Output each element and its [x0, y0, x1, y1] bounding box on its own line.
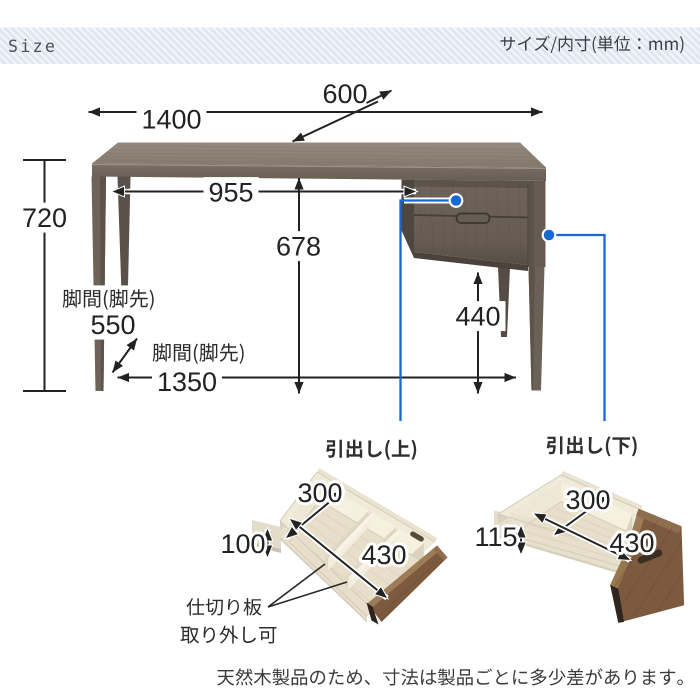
drawer-upper-front: [366, 545, 448, 625]
arrowhead: [514, 523, 528, 539]
size-header-band: [0, 27, 700, 64]
divider-note-line-1: [267, 563, 326, 608]
desk-top-grain: [92, 145, 546, 168]
size-header-title: Size: [8, 37, 57, 56]
dim-550-text-bg: [85, 309, 141, 340]
callout-upper-drawer: [399, 193, 464, 421]
dim-720-text: 720: [22, 203, 67, 233]
dim-1400-text-bg: [136, 104, 207, 135]
footnote-text: [217, 668, 683, 686]
desk-leg-front-right-shade: [528, 267, 535, 391]
drawer-upper-box-divider-top: [348, 528, 403, 580]
arrowhead: [504, 372, 516, 383]
desk-top-edge-highlight: [91, 164, 547, 169]
drawer-upper-box-divider-top: [328, 512, 376, 560]
size-header-unit-label: [500, 35, 684, 54]
arrowhead: [531, 107, 543, 117]
drawer-upper-handle-groove: [410, 531, 424, 542]
arrowhead: [373, 585, 390, 600]
dim-550-text: 550: [90, 310, 135, 340]
desk-leg-rear-left: [117, 176, 131, 308]
arrowhead: [261, 544, 274, 560]
label-lower-drawer: [546, 436, 637, 457]
divider-note-text-2: [180, 625, 277, 644]
desk-right-end-panel-shade: [528, 181, 534, 267]
dim-440-text-bg: [450, 301, 506, 332]
dim-600-line: [292, 100, 379, 143]
dim-720-text-bg: [17, 202, 72, 233]
arrowhead: [473, 272, 483, 284]
dim-lower-115-text: 115: [474, 522, 517, 552]
drawer-lower-box-back-outer: [561, 470, 643, 510]
arrowhead: [112, 360, 123, 373]
label-upper-drawer: [326, 439, 417, 460]
arrowhead: [117, 372, 129, 383]
dim-lower-430-text: 430: [609, 528, 654, 558]
callout-lower-drawer: [541, 227, 606, 421]
dim-678-line: [294, 178, 304, 394]
drawer-unit-top-shadow: [414, 179, 528, 188]
arrowhead: [88, 107, 100, 117]
arrowhead: [330, 488, 347, 503]
drawer-unit-handle: [455, 212, 491, 224]
arrowhead: [294, 178, 304, 190]
arrowhead: [616, 549, 633, 562]
drawer-upper-illustration: [252, 468, 448, 625]
dim-1350-text: 1350: [157, 367, 217, 397]
drawer-lower-front: [610, 508, 685, 623]
arrowhead: [126, 338, 137, 351]
arrowhead: [109, 185, 125, 198]
dim-1350-text-bg: [152, 366, 222, 397]
desk-top-surface: [92, 142, 546, 168]
dim-955-text: 955: [208, 178, 253, 208]
dim-1400-text: 1400: [141, 105, 201, 135]
dim-678-text-bg: [271, 231, 326, 262]
dim-upper-300-text: 300: [297, 478, 342, 508]
arrowhead: [379, 90, 392, 100]
desk-leg-front-left-shade: [100, 176, 106, 391]
dim-lower-300-text: 300: [565, 485, 610, 515]
divider-note-line-2: [267, 581, 348, 608]
dim-1350-label: [152, 343, 244, 364]
drawer-lower-front-handle: [637, 549, 663, 564]
dim-440-text: 440: [455, 302, 500, 332]
dim-600-tick: [366, 89, 392, 104]
divider-note-text-1: [186, 598, 262, 616]
dim-955-text-bg: [203, 177, 259, 208]
dim-upper-100-arrow: [261, 526, 274, 560]
arrowhead: [287, 517, 304, 532]
drawer-lower-box-outer-front-edge: [498, 535, 626, 576]
dim-lower-430-arrow: [531, 510, 633, 563]
dim-678-text: 678: [276, 232, 321, 262]
dim-600-text: 600: [322, 79, 367, 109]
arrowhead: [593, 494, 610, 509]
arrowhead: [294, 382, 304, 394]
dim-550-arrow: [111, 337, 138, 374]
dim-upper-430-arrow: [287, 516, 390, 601]
arrowhead: [473, 382, 483, 394]
arrowhead: [514, 541, 528, 557]
drawer-unit-soffit: [414, 252, 528, 271]
drawer-upper-box-outer-front-edge: [280, 537, 367, 623]
dim-550-label: [62, 289, 154, 310]
drawer-upper-box-floor-grain: [293, 506, 415, 608]
dim-lower-115-arrow: [514, 523, 528, 557]
arrowhead: [283, 525, 300, 540]
arrowhead: [531, 512, 548, 525]
dim-955-line: [109, 185, 419, 198]
arrowhead: [403, 185, 419, 198]
arrowhead: [292, 132, 305, 142]
drawer-upper-box-back-outer: [317, 468, 438, 542]
arrowhead: [261, 526, 274, 542]
dim-upper-430-text: 430: [361, 540, 406, 570]
drawer-lower-box-wall-back: [561, 481, 633, 534]
dim-440-line: [473, 272, 483, 394]
dim-upper-100-text: 100: [220, 529, 265, 559]
